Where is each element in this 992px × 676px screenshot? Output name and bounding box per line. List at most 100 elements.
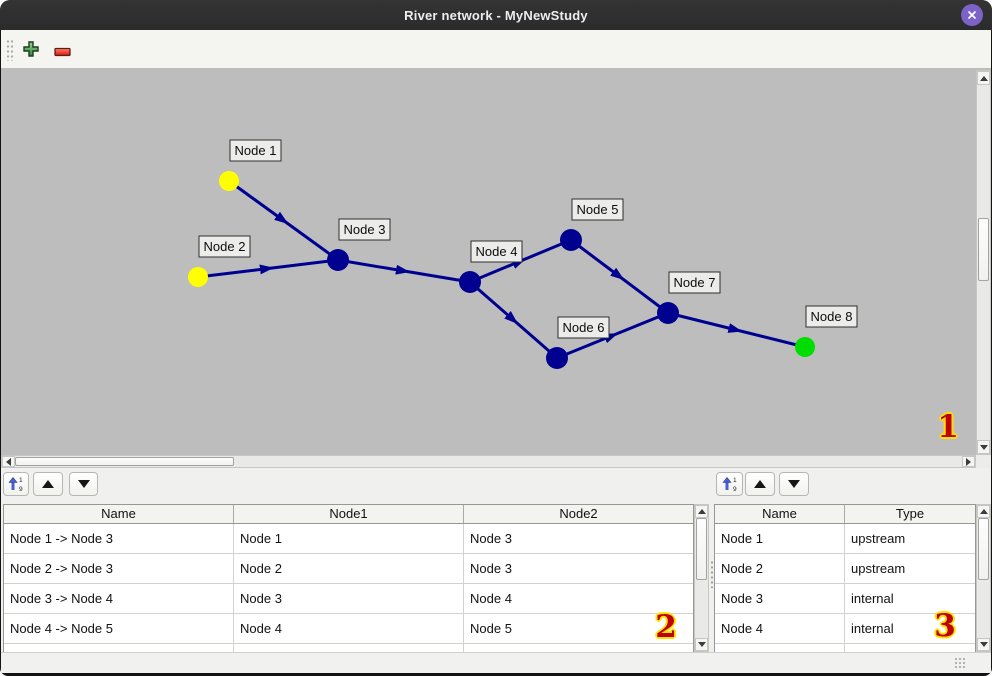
scroll-left-button[interactable] [2,456,15,467]
table-row-partial [4,644,693,652]
edge-node-4-to-node-6[interactable] [469,280,558,360]
node-node-6[interactable] [546,347,568,369]
edge-node-5-to-node-7[interactable] [570,238,669,315]
table-cell[interactable]: Node 4 -> Node 5 [4,614,234,643]
node-node-4[interactable] [459,271,481,293]
arrow-down-icon [788,480,800,488]
table-cell[interactable]: Node 1 [234,524,464,553]
edge-node-6-to-node-7[interactable] [556,311,669,360]
table-cell[interactable]: Node 5 [470,621,512,636]
scrollbar-thumb[interactable] [978,518,989,580]
arrow-down-icon [979,444,988,450]
reaches-move-up-button[interactable] [33,472,63,496]
edge-node-2-to-node-3[interactable] [197,258,339,279]
toolbar-drag-handle[interactable] [6,39,14,61]
arrow-up-icon [42,480,54,488]
sort-ascending-icon: 1 9 [721,477,737,493]
node-node-8[interactable] [795,337,815,357]
table-cell[interactable]: Node 2 -> Node 3 [4,554,234,583]
table-cell[interactable]: Node 4 [470,591,512,606]
scroll-up-button[interactable] [977,71,990,85]
scroll-down-button[interactable] [977,440,990,454]
table-cell[interactable]: internal [851,621,894,636]
table-row-partial [715,644,975,652]
node-node-2[interactable] [188,267,208,287]
table-cell[interactable]: upstream [851,531,906,546]
table-cell[interactable]: upstream [851,561,906,576]
remove-button[interactable] [54,44,72,62]
reaches-table-scrollbar[interactable] [694,504,709,652]
node-node-5[interactable] [560,229,582,251]
nodes-sort-button[interactable]: 1 9 [716,472,743,496]
table-row[interactable]: Node 1 upstream [715,524,975,554]
scrollbar-thumb[interactable] [15,457,234,466]
svg-text:Node 5: Node 5 [577,202,619,217]
reaches-move-down-button[interactable] [69,472,98,496]
window-resize-grip[interactable] [954,657,967,670]
table-row[interactable]: Node 3 internal [715,584,975,614]
close-icon [968,11,976,19]
scroll-down-button[interactable] [977,638,990,651]
title-bar[interactable]: River network - MyNewStudy [0,0,992,30]
table-cell[interactable]: Node 3 [470,531,512,546]
scroll-down-button[interactable] [695,638,708,651]
scroll-up-button[interactable] [695,505,708,518]
column-header-node2[interactable]: Node2 [559,506,598,521]
arrow-up-icon [754,480,766,488]
table-cell[interactable]: Node 2 [715,554,845,583]
column-header-type[interactable]: Type [895,506,925,521]
nodes-table-scrollbar[interactable] [976,504,991,652]
svg-text:9: 9 [19,486,23,493]
edge-node-7-to-node-8[interactable] [667,311,806,349]
arrow-down-icon [77,480,90,488]
canvas-vertical-scrollbar[interactable] [976,70,991,455]
canvas-horizontal-scrollbar[interactable] [1,455,976,468]
nodes-move-down-button[interactable] [779,472,809,496]
table-cell [845,644,975,652]
node-label-node-8: Node 8 [805,305,858,328]
column-header-name[interactable]: Name [715,505,845,523]
svg-text:9: 9 [733,486,737,493]
table-cell[interactable]: Node 3 [715,584,845,613]
table-cell[interactable]: internal [851,591,894,606]
node-node-3[interactable] [327,249,349,271]
table-cell[interactable]: Node 3 -> Node 4 [4,584,234,613]
scroll-up-button[interactable] [977,505,990,518]
status-bar [1,652,991,673]
table-row[interactable]: Node 2 upstream [715,554,975,584]
table-cell[interactable]: Node 4 [234,614,464,643]
scrollbar-thumb[interactable] [696,518,707,580]
panel-splitter-handle[interactable] [710,560,714,588]
column-header-node1[interactable]: Node1 [234,505,464,523]
table-cell[interactable]: Node 1 -> Node 3 [4,524,234,553]
table-cell[interactable]: Node 3 [234,584,464,613]
edge-node-1-to-node-3[interactable] [228,179,339,262]
scrollbar-corner [976,455,991,468]
svg-text:Node 1: Node 1 [235,143,277,158]
table-cell[interactable]: Node 3 [470,561,512,576]
table-cell[interactable]: Node 2 [234,554,464,583]
close-button[interactable] [961,4,983,26]
table-cell[interactable]: Node 1 [715,524,845,553]
column-header-name[interactable]: Name [4,505,234,523]
node-node-1[interactable] [219,171,239,191]
nodes-move-up-button[interactable] [745,472,775,496]
table-cell[interactable]: Node 4 [715,614,845,643]
reaches-sort-button[interactable]: 1 9 [3,472,29,496]
node-node-7[interactable] [657,302,679,324]
add-button[interactable] [22,40,40,63]
svg-text:1: 1 [733,477,737,484]
table-row[interactable]: Node 4 internal [715,614,975,644]
scrollbar-thumb[interactable] [978,218,989,281]
scroll-right-button[interactable] [962,456,975,467]
arrow-down-icon [979,642,988,647]
edge-node-3-to-node-4[interactable] [337,258,471,284]
